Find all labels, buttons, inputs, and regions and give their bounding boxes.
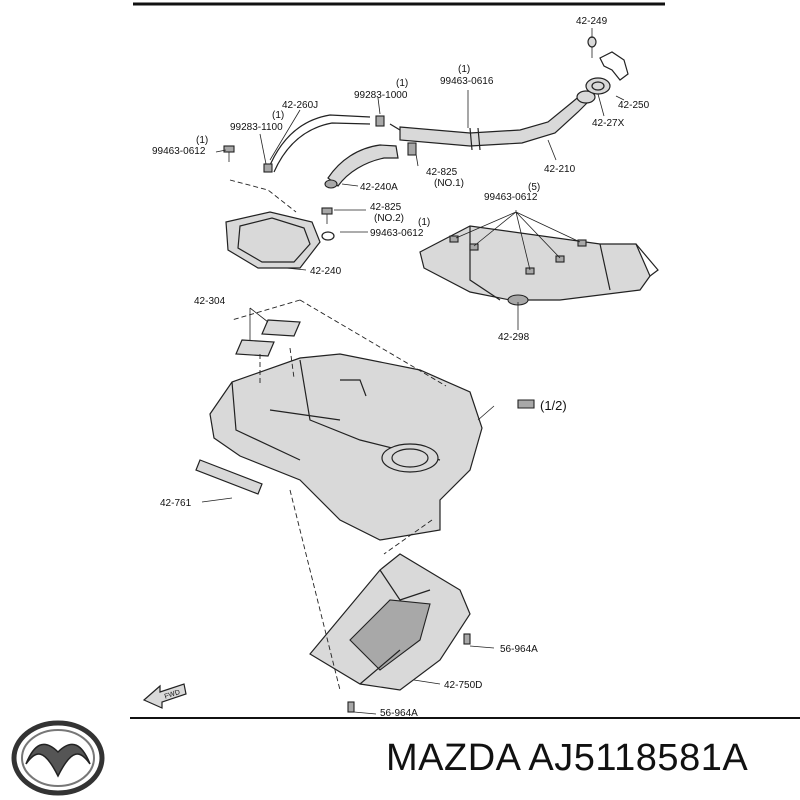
- label-no1: (NO.1): [434, 178, 464, 189]
- label-99463-0612-c: 99463-0612: [484, 192, 538, 203]
- label-99283-1100: 99283-1100: [230, 122, 283, 133]
- part-labels: 42-249 42-250 42-27X 42-210 (1) 99463-06…: [152, 16, 650, 719]
- filler-neck: [399, 90, 596, 151]
- label-42-240a: 42-240A: [360, 182, 398, 193]
- pump-cover-plate: [225, 179, 321, 269]
- breather-hose: [263, 114, 401, 173]
- clips-56-964a: [347, 633, 471, 713]
- clip-part: [477, 399, 535, 421]
- label-56-964a-2: 56-964A: [380, 708, 418, 719]
- label-42-249: 42-249: [576, 16, 608, 27]
- label-99463-0616: 99463-0616: [440, 76, 494, 87]
- part-number: AJ5118581A: [528, 737, 749, 779]
- label-42-27x: 42-27X: [592, 118, 625, 129]
- footer-part-text: MAZDA AJ5118581A: [386, 737, 748, 780]
- label-42-260j: 42-260J: [282, 100, 318, 111]
- under-guard: [289, 489, 471, 691]
- label-99463-0612-b: 99463-0612: [370, 228, 424, 239]
- mazda-logo-icon: [11, 720, 105, 796]
- label-99283-1000: 99283-1000: [354, 90, 408, 101]
- label-42-750d: 42-750D: [444, 680, 482, 691]
- heat-shield: [419, 211, 659, 306]
- label-99463-0612-a: 99463-0612: [152, 146, 206, 157]
- label-99283-1000-qty: (1): [396, 78, 408, 89]
- label-42-304: 42-304: [194, 296, 226, 307]
- bolts: [223, 145, 335, 241]
- seal-pads: [235, 307, 301, 357]
- label-99463-0616-qty: (1): [458, 64, 470, 75]
- label-42-825-no1: 42-825: [426, 167, 458, 178]
- label-half: (1/2): [540, 398, 567, 413]
- label-56-964a-1: 56-964A: [500, 644, 538, 655]
- fuel-tank: [209, 299, 483, 541]
- label-fwd: FWD: [164, 689, 181, 701]
- label-99463-0612-c-qty: (5): [528, 182, 540, 193]
- label-42-250: 42-250: [618, 100, 650, 111]
- label-99283-1100-qty: (1): [272, 110, 284, 121]
- label-42-210: 42-210: [544, 164, 576, 175]
- insulator-strip: [195, 459, 263, 495]
- label-no2: (NO.2): [374, 213, 404, 224]
- brand-name: MAZDA: [386, 737, 520, 779]
- label-42-298: 42-298: [498, 332, 530, 343]
- label-99463-0612-a-qty: (1): [196, 135, 208, 146]
- label-42-825-no2: 42-825: [370, 202, 402, 213]
- label-42-761: 42-761: [160, 498, 192, 509]
- label-42-240: 42-240: [310, 266, 342, 277]
- label-99463-0612-b-qty: (1): [418, 217, 430, 228]
- fuel-hose: [324, 142, 417, 189]
- fuel-cap: [585, 36, 629, 95]
- leader-lines: [201, 28, 625, 715]
- forward-arrow-icon: [142, 683, 187, 709]
